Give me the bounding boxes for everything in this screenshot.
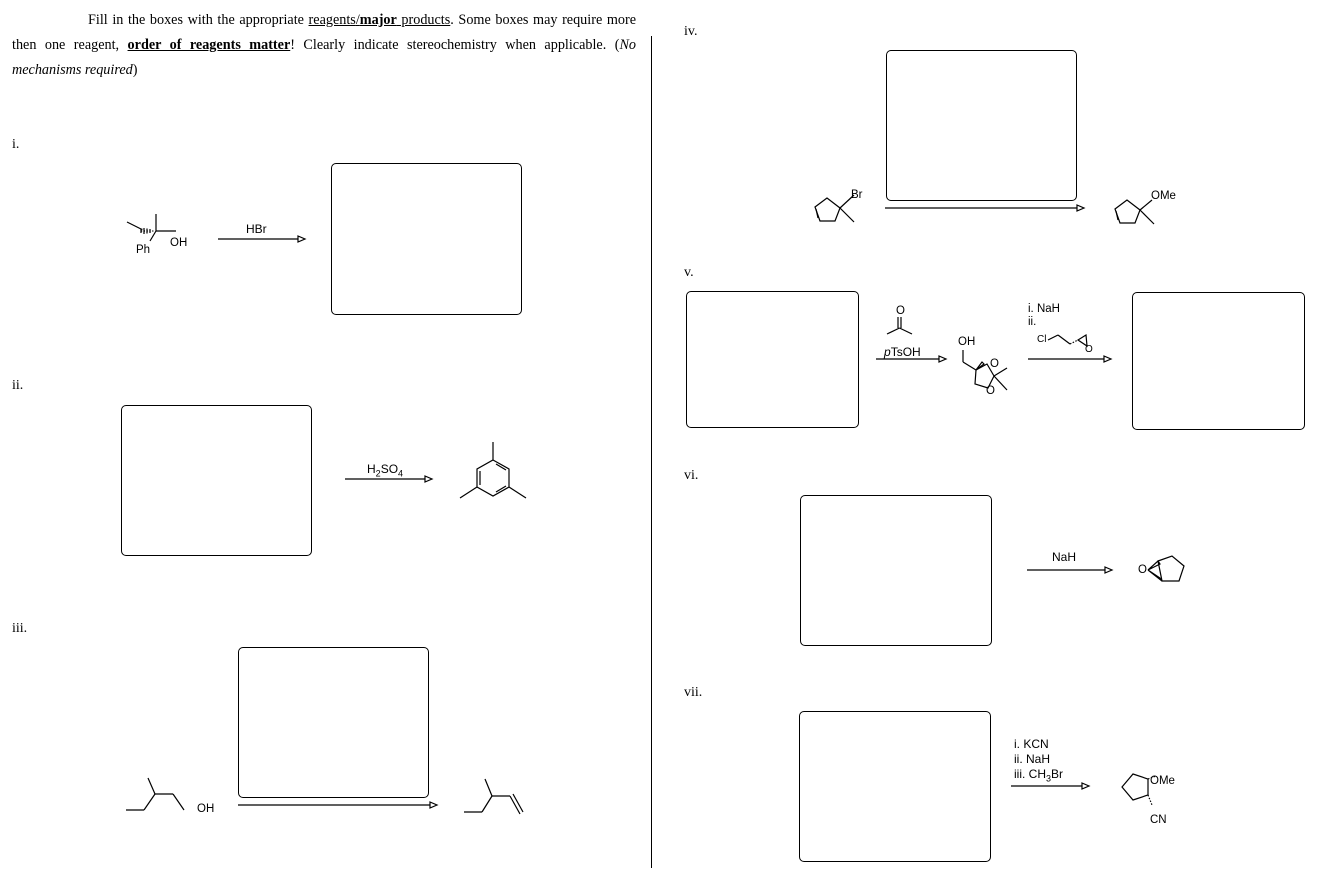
problem-v-reagent-1-rest: TsOH: [890, 345, 921, 359]
problem-v-acetone: [886, 317, 913, 335]
problem-iii-label: iii.: [12, 621, 28, 636]
problem-vii-label: vii.: [684, 685, 703, 700]
problem-iv-label: iv.: [684, 24, 698, 39]
instr-slash: /: [355, 12, 360, 28]
problem-ii-reagent-so: SO: [380, 462, 399, 476]
problem-v-reagent-1: pTsOH: [884, 345, 921, 359]
problem-vii-product: [1121, 773, 1157, 806]
problem-vii-step-iii-post: Br: [1051, 767, 1064, 781]
instr-products: products: [396, 12, 451, 28]
problem-vii-answer-box[interactable]: [799, 711, 991, 862]
problem-vii-ome-label: OMe: [1150, 775, 1175, 787]
instructions: Fill in the boxes with the appropriate r…: [12, 8, 636, 83]
instr-reagents: reagents: [308, 12, 356, 28]
problem-v-ketone-o-label: O: [896, 305, 905, 317]
problem-vii-step-i: i. KCN: [1014, 737, 1049, 751]
problem-vii-step-iii-pre: iii. CH: [1014, 767, 1046, 781]
problem-vii-step-iii: iii. CH3Br: [1014, 767, 1063, 786]
problem-v-arrow-1: [876, 355, 948, 363]
problem-iii-arrow: [238, 801, 439, 809]
problem-v-epoxide-o-label: O: [1085, 344, 1093, 355]
instr-text-3: ! Clearly indicate stereochemistry when …: [290, 37, 620, 53]
problem-v-arrow-2: [1028, 355, 1113, 363]
problem-v-step-i: i. NaH: [1028, 303, 1060, 315]
problem-iv-product: [1114, 199, 1155, 225]
problem-i-oh-label: OH: [170, 237, 188, 249]
problem-ii-reagent-sub1: 2: [375, 468, 381, 479]
problem-vi-answer-box[interactable]: [800, 495, 992, 646]
problem-iv-starting-material: [814, 194, 855, 223]
problem-i-answer-box[interactable]: [331, 163, 522, 315]
problem-ii-arrow: [345, 475, 434, 483]
problem-v-answer-box-end[interactable]: [1132, 292, 1305, 430]
instr-text-4: ): [132, 62, 138, 78]
instr-no-mechanisms: No mechanisms required: [12, 37, 636, 78]
problem-v-reagent-1-p: p: [884, 345, 891, 359]
problem-v-intermediate-o1-label: O: [990, 358, 999, 370]
problem-i-label: i.: [12, 137, 20, 152]
problem-v-step-ii: ii.: [1028, 316, 1037, 328]
problem-iii-answer-box[interactable]: [238, 647, 429, 798]
problem-ii-reagent: H2SO4: [367, 462, 403, 478]
problem-iv-br-label: Br: [851, 189, 863, 201]
problem-vii-step-ii: ii. NaH: [1014, 752, 1051, 766]
problem-vii-reagents: i. KCN ii. NaH iii. CH3Br: [1014, 737, 1063, 786]
problem-iii-oh-label: OH: [197, 803, 215, 815]
problem-v-cl-label: Cl: [1037, 334, 1047, 345]
problem-vi-product-epoxide: [1147, 555, 1185, 582]
problem-vii-cn-label: CN: [1150, 814, 1167, 826]
problem-ii-answer-box[interactable]: [121, 405, 312, 556]
instr-text-1: Fill in the boxes with the appropriate: [88, 12, 309, 28]
problem-ii-reagent-sub2: 4: [398, 468, 404, 479]
instr-order: order of reagents matter: [127, 37, 291, 53]
problem-vi-arrow: [1027, 566, 1114, 574]
problem-iii-starting-material: [126, 777, 185, 811]
problem-ii-label: ii.: [12, 378, 24, 393]
problem-vii-step-iii-sub: 3: [1046, 773, 1052, 784]
problem-vii-arrow: [1011, 782, 1091, 790]
problem-vi-label: vi.: [684, 468, 699, 483]
problem-ii-reagent-h: H: [367, 462, 376, 476]
problem-iv-ome-label: OMe: [1151, 190, 1176, 202]
problem-vi-epoxide-o-label: O: [1138, 564, 1147, 576]
problem-v-intermediate: [962, 350, 1008, 391]
problem-ii-product-mesitylene: [459, 442, 527, 499]
problem-v-intermediate-oh-label: OH: [958, 336, 976, 348]
problem-i-arrow: [218, 235, 307, 243]
problem-iv-arrow: [885, 204, 1086, 212]
problem-vi-reagent: NaH: [1052, 550, 1077, 564]
instr-major: major: [359, 12, 397, 28]
problem-i-ph-label: Ph: [136, 244, 151, 256]
problem-v-epichlorohydrin: [1047, 333, 1088, 348]
problem-v-intermediate-o2-label: O: [986, 385, 995, 397]
problem-i-starting-material: [126, 214, 176, 242]
instr-text-2: . Some boxes may require more then one r…: [12, 12, 636, 53]
column-divider: [651, 36, 652, 868]
problem-iv-answer-box[interactable]: [886, 50, 1077, 201]
problem-iii-product-alkene: [464, 778, 524, 815]
problem-v-reagents-2: i. NaH ii.: [1028, 302, 1060, 328]
problem-i-reagent: HBr: [246, 222, 267, 236]
problem-v-label: v.: [684, 265, 694, 280]
problem-v-answer-box-start[interactable]: [686, 291, 859, 428]
